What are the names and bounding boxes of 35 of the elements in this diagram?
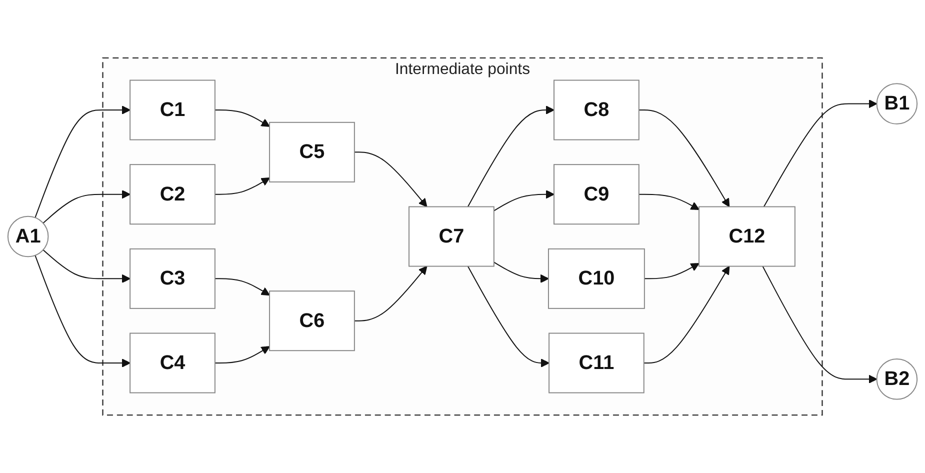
arrow — [638, 194, 700, 210]
arrow — [762, 266, 878, 384]
node-box: C9 — [554, 164, 640, 225]
arrow — [34, 254, 130, 368]
node-box: C1 — [130, 80, 216, 140]
arrow — [354, 266, 428, 322]
node-box: C6 — [269, 290, 355, 352]
node-circle: B2 — [876, 358, 918, 400]
arrow — [467, 106, 554, 208]
node-box: C8 — [554, 80, 640, 140]
arrow — [214, 278, 270, 296]
arrow — [467, 266, 550, 368]
arrow — [214, 346, 270, 364]
node-circle: A1 — [7, 216, 49, 258]
arrow — [214, 110, 270, 127]
node-box: C5 — [269, 122, 355, 182]
arrow — [214, 177, 270, 195]
node-box: C3 — [130, 248, 216, 309]
arrow — [493, 190, 554, 212]
arrow — [643, 266, 730, 364]
arrow — [493, 262, 549, 284]
arrow — [354, 152, 428, 208]
node-box: C4 — [130, 332, 216, 394]
node-box: C12 — [698, 206, 796, 267]
node-box: C7 — [408, 206, 494, 267]
arrow — [42, 190, 130, 224]
arrow — [644, 262, 700, 280]
node-box: C10 — [548, 248, 645, 309]
arrow — [34, 106, 130, 218]
arrow — [763, 99, 878, 208]
node-box: C11 — [548, 332, 644, 394]
arrow — [42, 249, 130, 284]
arrow — [638, 110, 730, 208]
node-box: C2 — [130, 164, 216, 225]
node-circle: B1 — [876, 83, 918, 124]
